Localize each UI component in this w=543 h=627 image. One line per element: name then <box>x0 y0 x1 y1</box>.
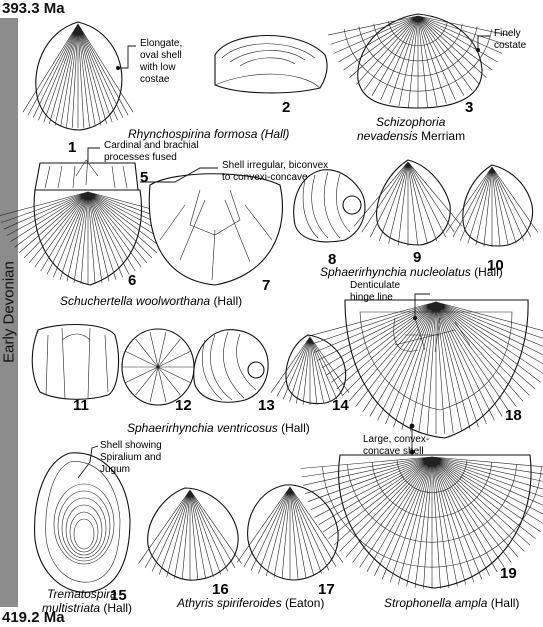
fossil-10 <box>445 164 539 247</box>
fig-num-16: 16 <box>212 581 229 598</box>
caption-schizophoria-1: Schizophoria <box>376 115 446 129</box>
fossil-17 <box>236 484 344 581</box>
note-fig1: Elongate, oval shell with low costae <box>139 38 185 85</box>
fossil-18 <box>308 299 543 439</box>
fig-num-11: 11 <box>73 397 89 414</box>
note-fig19: Large, convex- concave shell <box>363 434 432 457</box>
note-fig7: Shell irregular, biconvex to convexi-con… <box>222 160 331 183</box>
fossil-8 <box>293 169 366 243</box>
fossil-9 <box>353 159 463 246</box>
caption-strophonella: Strophonella ampla (Hall) <box>384 596 519 610</box>
note-fig18: Denticulate hinge line <box>350 280 403 303</box>
species-captions: Rhynchospirina formosa (Hall) Schizophor… <box>42 115 519 615</box>
fig-num-9: 9 <box>413 249 421 266</box>
annotation-leaders <box>77 35 490 479</box>
fig-num-5: 5 <box>140 169 148 186</box>
fig-num-3: 3 <box>465 99 473 116</box>
age-bottom-label: 419.2 Ma <box>2 609 65 626</box>
caption-sphaerirhynchia-nucleolatus: Sphaerirhynchia nucleolatus (Hall) <box>320 265 503 279</box>
fossil-19 <box>300 454 543 589</box>
fossil-15 <box>34 452 131 593</box>
fig-num-15: 15 <box>110 587 127 604</box>
caption-schuchertella: Schuchertella woolworthana (Hall) <box>60 294 242 308</box>
fossil-2 <box>214 34 328 94</box>
fig-num-14: 14 <box>332 397 349 414</box>
age-top-label: 393.3 Ma <box>2 0 65 17</box>
caption-schizophoria-2: nevadensis Merriam <box>357 129 465 143</box>
fossil-12 <box>121 328 195 406</box>
fig-num-18: 18 <box>505 407 522 424</box>
fig-num-2: 2 <box>282 99 290 116</box>
fossil-6 <box>0 189 177 286</box>
fig-num-6: 6 <box>128 272 136 289</box>
fig-num-13: 13 <box>258 397 275 414</box>
fig-num-19: 19 <box>500 565 517 582</box>
caption-rhynchospirina: Rhynchospirina formosa (Hall) <box>128 127 289 141</box>
fig-num-8: 8 <box>328 251 336 268</box>
caption-athyris: Athyris spiriferoides (Eaton) <box>176 596 324 610</box>
fossil-1 <box>22 21 134 131</box>
fossil-5 <box>34 154 139 191</box>
fig-num-7: 7 <box>262 277 270 294</box>
fossil-13 <box>193 329 269 403</box>
fossil-11 <box>31 324 120 400</box>
figure-numbers: 1 2 3 5 6 7 8 9 10 11 12 13 14 15 16 17 … <box>68 99 522 604</box>
note-fig3: Finely costate <box>494 28 527 51</box>
feature-notes: Elongate, oval shell with low costae Fin… <box>100 28 527 475</box>
fig-num-12: 12 <box>175 397 192 414</box>
caption-sphaerirhynchia-ventricosus: Sphaerirhynchia ventricosus (Hall) <box>127 421 310 435</box>
note-fig15: Shell showing Spiralium and Jugum <box>100 440 165 475</box>
fossil-14 <box>270 334 350 405</box>
fossil-7 <box>148 173 284 286</box>
fig-num-1: 1 <box>68 139 76 156</box>
caption-trematospira-2: multistriata (Hall) <box>42 601 132 615</box>
fossil-16 <box>138 487 242 581</box>
fig-num-17: 17 <box>318 581 335 598</box>
caption-trematospira-1: Trematospira <box>47 587 117 601</box>
fossil-3 <box>327 13 509 109</box>
era-bar <box>0 18 18 607</box>
fig-num-10: 10 <box>487 257 504 274</box>
note-fig5: Cardinal and brachial processes fused <box>104 140 201 163</box>
